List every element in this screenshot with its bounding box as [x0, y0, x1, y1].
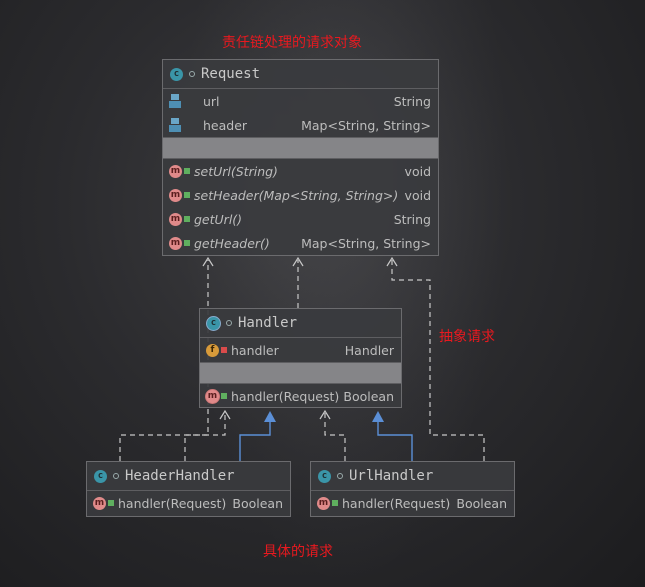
- public-lock-icon: [184, 240, 190, 246]
- field-name: handler: [231, 342, 279, 358]
- request-annotation: 责任链处理的请求对象: [222, 35, 362, 51]
- field-name: url: [203, 93, 220, 109]
- visibility-icon: [337, 473, 343, 479]
- private-lock-icon: [221, 347, 227, 353]
- dependency-line-header-to-request: [119, 260, 209, 461]
- request-class-header[interactable]: c Request: [163, 60, 438, 89]
- method-return-type: Boolean: [232, 495, 283, 511]
- field-type: String: [393, 93, 431, 109]
- public-lock-icon: [184, 192, 190, 198]
- field-type: Handler: [344, 342, 394, 358]
- section-divider: [163, 137, 438, 159]
- class-name: Request: [201, 66, 261, 82]
- method-row[interactable]: m handler(Request) Boolean: [311, 491, 514, 515]
- method-name: setUrl(String): [194, 163, 278, 179]
- handler-class-box[interactable]: c Handler f handler Handler m handler(Re…: [199, 308, 402, 408]
- method-return-type: String: [393, 211, 431, 227]
- dependency-arrowhead: [202, 256, 214, 267]
- implements-arrowhead: [264, 411, 276, 422]
- class-icon: c: [94, 469, 107, 483]
- dependency-line-url-to-request: [391, 260, 485, 461]
- section-divider: [200, 362, 401, 384]
- field-name: header: [203, 117, 248, 133]
- class-name: Handler: [238, 315, 298, 331]
- field-icon: [169, 94, 183, 108]
- dependency-arrowhead: [319, 409, 331, 420]
- field-row[interactable]: f handler Handler: [200, 338, 401, 362]
- class-icon: c: [170, 67, 183, 81]
- method-row[interactable]: m setHeader(Map<String, String>) void: [163, 183, 438, 207]
- method-return-type: void: [404, 163, 431, 179]
- field-row[interactable]: url String: [163, 89, 438, 113]
- method-row[interactable]: m setUrl(String) void: [163, 159, 438, 183]
- abstract-annotation: 抽象请求: [439, 329, 495, 345]
- request-class-box[interactable]: c Request url String header Map<String, …: [162, 59, 439, 256]
- method-name: handler(Request): [231, 388, 340, 404]
- method-return-type: void: [404, 187, 431, 203]
- concrete-annotation: 具体的请求: [263, 544, 333, 560]
- method-return-type: Boolean: [456, 495, 507, 511]
- class-name: UrlHandler: [349, 468, 434, 484]
- method-icon: m: [169, 188, 182, 202]
- method-name: handler(Request): [342, 495, 451, 511]
- method-icon: m: [169, 164, 182, 178]
- header-handler-class-box[interactable]: c HeaderHandler m handler(Request) Boole…: [86, 461, 291, 517]
- url-handler-class-box[interactable]: c UrlHandler m handler(Request) Boolean: [310, 461, 515, 517]
- method-name: getHeader(): [194, 235, 270, 251]
- public-lock-icon: [221, 393, 227, 399]
- method-icon: m: [169, 236, 182, 250]
- public-lock-icon: [332, 500, 338, 506]
- method-row[interactable]: m handler(Request) Boolean: [200, 384, 401, 408]
- dependency-line-header-to-handler: [184, 413, 226, 461]
- public-lock-icon: [184, 168, 190, 174]
- method-icon: m: [317, 496, 330, 510]
- public-lock-icon: [184, 216, 190, 222]
- method-row[interactable]: m getHeader() Map<String, String>: [163, 231, 438, 255]
- abstract-method-icon: m: [206, 389, 219, 403]
- url-handler-class-header[interactable]: c UrlHandler: [311, 462, 514, 491]
- visibility-icon: [113, 473, 119, 479]
- field-icon: [169, 118, 183, 132]
- implements-line-header: [239, 421, 271, 461]
- implements-arrowhead: [372, 411, 384, 422]
- class-icon: c: [318, 469, 331, 483]
- field-row[interactable]: header Map<String, String>: [163, 113, 438, 137]
- handler-class-header[interactable]: c Handler: [200, 309, 401, 338]
- class-name: HeaderHandler: [125, 468, 235, 484]
- method-return-type: Map<String, String>: [301, 235, 431, 251]
- method-icon: m: [93, 496, 106, 510]
- method-name: handler(Request): [118, 495, 227, 511]
- public-lock-icon: [108, 500, 114, 506]
- implements-line-url: [377, 421, 413, 461]
- dependency-arrowhead: [292, 256, 304, 267]
- dependency-arrowhead: [219, 409, 231, 420]
- header-handler-class-header[interactable]: c HeaderHandler: [87, 462, 290, 491]
- method-row[interactable]: m handler(Request) Boolean: [87, 491, 290, 515]
- field-type: Map<String, String>: [301, 117, 431, 133]
- dependency-arrowhead: [386, 256, 398, 267]
- method-name: getUrl(): [194, 211, 243, 227]
- dependency-line-url-to-handler: [324, 413, 346, 461]
- method-row[interactable]: m getUrl() String: [163, 207, 438, 231]
- visibility-icon: [189, 71, 195, 77]
- visibility-icon: [226, 320, 232, 326]
- field-icon: f: [206, 343, 219, 357]
- method-icon: m: [169, 212, 182, 226]
- method-name: setHeader(Map<String, String>): [194, 187, 399, 203]
- method-return-type: Boolean: [343, 388, 394, 404]
- abstract-class-icon: c: [207, 316, 220, 330]
